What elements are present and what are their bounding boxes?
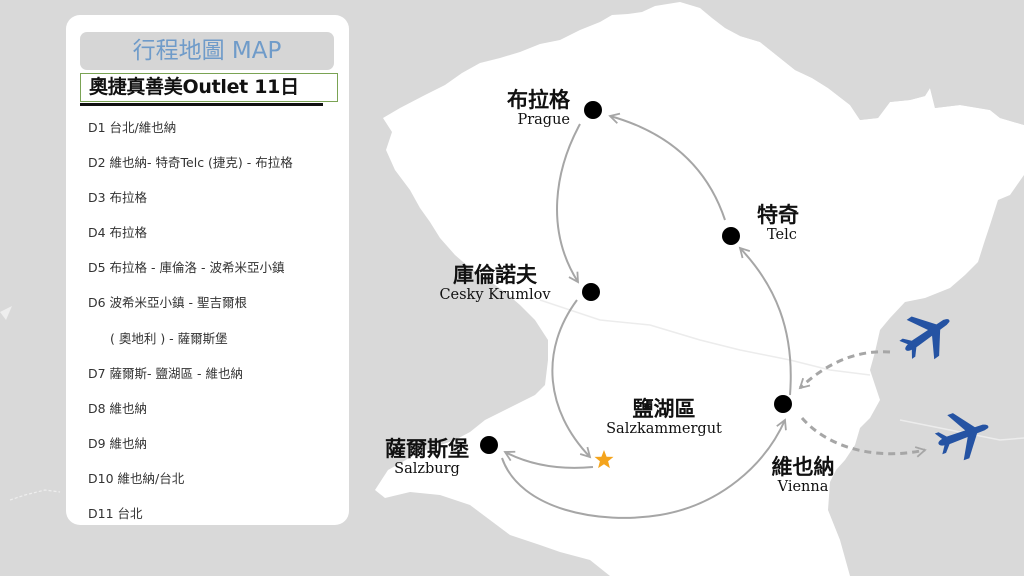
city-label-salzburg: 薩爾斯堡 Salzburg xyxy=(378,437,476,478)
day-item-d6-continued: ( 奧地利 ) - 薩爾斯堡 xyxy=(110,330,228,346)
city-dot-prague xyxy=(584,101,602,119)
day-item-d5: D5 布拉格 - 庫倫洛 - 波希米亞小鎮 xyxy=(88,260,285,276)
city-name-en: Salzburg xyxy=(394,461,460,477)
plane-arrival-icon xyxy=(899,316,950,360)
city-name-zh: 庫倫諾夫 xyxy=(453,262,537,287)
city-name-en: Prague xyxy=(517,112,570,128)
day-item-d9: D9 維也納 xyxy=(88,435,148,451)
day-list: D1 台北/維也納 D2 維也納- 特奇Telc (捷克) - 布拉格 D3 布… xyxy=(88,115,343,536)
city-name-en: Cesky Krumlov xyxy=(439,287,551,303)
flight-departure-path xyxy=(800,417,927,458)
city-name-zh: 特奇 xyxy=(757,202,799,227)
star-icon xyxy=(594,450,614,469)
city-name-en: Salzkammergut xyxy=(606,421,722,437)
city-name-zh: 薩爾斯堡 xyxy=(385,436,469,461)
day-item-d1: D1 台北/維也納 xyxy=(88,120,177,135)
panel-title: 行程地圖 MAP xyxy=(80,32,334,70)
route-salzkammergut-salzburg xyxy=(503,450,594,469)
city-name-zh: 鹽湖區 xyxy=(632,396,696,421)
city-label-cesky-krumlov: 庫倫諾夫 Cesky Krumlov xyxy=(430,263,560,304)
route-krumlov-salzkammergut xyxy=(551,299,592,459)
day-item-d3: D3 布拉格 xyxy=(88,190,148,206)
route-telc-prague xyxy=(608,112,726,221)
highlighted-region xyxy=(375,2,1024,576)
route-salzburg-vienna xyxy=(501,418,787,519)
route-prague-krumlov xyxy=(556,123,581,284)
city-name-en: Vienna xyxy=(777,479,829,495)
flight-arrival-path xyxy=(798,350,891,390)
tour-name: 奧捷真善美Outlet 11日 xyxy=(80,73,338,102)
city-name-zh: 布拉格 xyxy=(507,87,570,112)
city-dot-cesky-krumlov xyxy=(582,283,600,301)
day-item-d6: D6 波希米亞小鎮 - 聖吉爾根 xyxy=(88,295,248,311)
city-dot-vienna xyxy=(774,395,792,413)
city-dot-telc xyxy=(722,227,740,245)
city-name-en: Telc xyxy=(767,227,797,243)
itinerary-panel: 行程地圖 MAP 奧捷真善美Outlet 11日 D1 台北/維也納 D2 維也… xyxy=(66,15,349,525)
day-item-d10: D10 維也納/台北 xyxy=(88,470,185,486)
day-item-d11: D11 台北 xyxy=(88,506,143,522)
city-name-zh: 維也納 xyxy=(771,454,835,479)
city-dot-salzburg xyxy=(480,436,498,454)
tour-name-underline xyxy=(80,103,323,106)
day-item-d7: D7 薩爾斯- 鹽湖區 - 維也納 xyxy=(88,365,243,381)
day-item-d8: D8 維也納 xyxy=(88,400,148,416)
day-item-d2: D2 維也納- 特奇Telc (捷克) - 布拉格 xyxy=(88,155,293,171)
plane-departure-icon xyxy=(934,413,989,461)
city-label-prague: 布拉格 Prague xyxy=(498,88,570,129)
day-item-d4: D4 布拉格 xyxy=(88,225,148,241)
route-vienna-telc xyxy=(738,246,792,396)
city-label-salzkammergut: 鹽湖區 Salzkammergut xyxy=(596,397,732,438)
city-label-vienna: 維也納 Vienna xyxy=(764,455,842,496)
city-label-telc: 特奇 Telc xyxy=(757,203,817,244)
